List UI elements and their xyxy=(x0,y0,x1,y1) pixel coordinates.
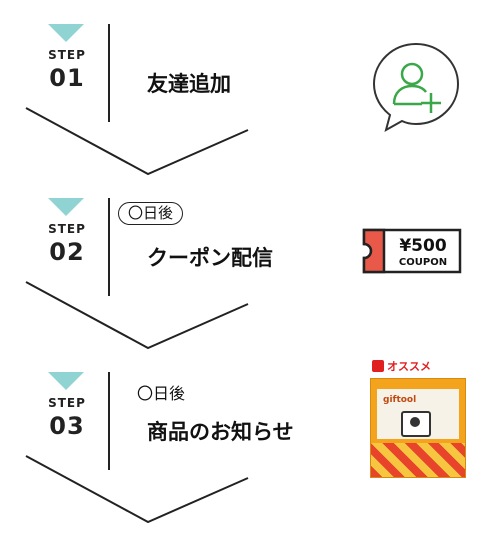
step-divider xyxy=(108,24,110,122)
step-3: STEP 03 〇日後 商品のお知らせ オススメ giftool xyxy=(0,360,478,547)
step-title: 商品のお知らせ xyxy=(147,420,294,444)
step-number: 03 xyxy=(49,412,85,440)
step-label: STEP xyxy=(48,222,86,236)
coupon-icon: ¥500 COUPON xyxy=(360,226,464,280)
coupon-amount: ¥500 xyxy=(399,236,446,256)
arrow-down-chevron xyxy=(25,455,249,524)
step-timing-badge: 〇日後 xyxy=(118,202,184,225)
step-title: 友達追加 xyxy=(147,72,231,96)
arrow-down-chevron xyxy=(25,281,249,350)
step-marker-triangle xyxy=(48,372,84,390)
step-2: STEP 02 〇日後 クーポン配信 ¥500 COUPON xyxy=(0,198,478,373)
step-timing-text: 〇日後 xyxy=(137,384,186,403)
step-number: 01 xyxy=(49,64,85,92)
recommend-badge-label: オススメ xyxy=(387,360,431,373)
coupon-label: COUPON xyxy=(399,257,447,268)
step-title: クーポン配信 xyxy=(147,246,273,270)
step-divider xyxy=(108,198,110,296)
step-number: 02 xyxy=(49,238,85,266)
thumbs-up-icon xyxy=(372,360,384,372)
product-thumbnail: giftool xyxy=(370,378,466,478)
add-friend-icon xyxy=(368,38,464,138)
step-label: STEP xyxy=(48,48,86,62)
product-cube-illustration xyxy=(401,411,431,437)
step-marker-triangle xyxy=(48,198,84,216)
product-brand: giftool xyxy=(383,395,417,405)
arrow-down-chevron xyxy=(25,107,249,176)
step-marker-triangle xyxy=(48,24,84,42)
step-divider xyxy=(108,372,110,470)
recommend-badge: オススメ xyxy=(372,358,431,374)
step-label: STEP xyxy=(48,396,86,410)
step-1: STEP 01 友達追加 xyxy=(0,24,478,199)
